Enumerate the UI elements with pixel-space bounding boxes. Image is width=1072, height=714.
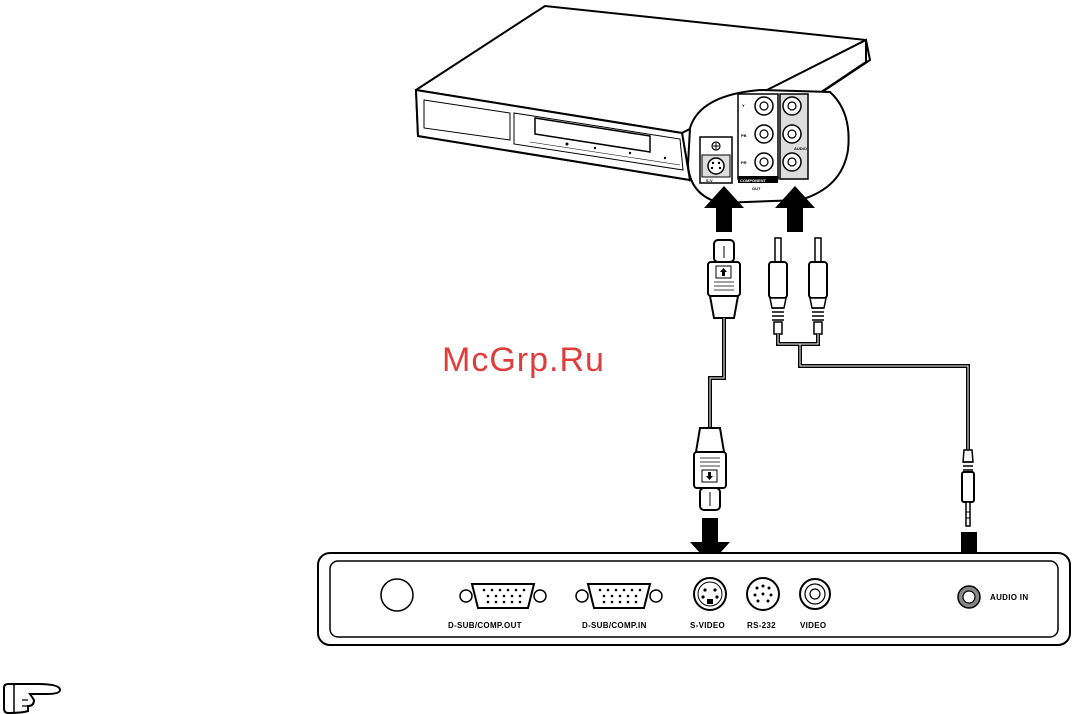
audio-in-label: AUDIO IN xyxy=(990,593,1028,602)
rs232-label: RS-232 xyxy=(747,621,776,630)
minijack-plug-icon xyxy=(962,450,974,526)
component-y-label: Y xyxy=(742,103,745,108)
rs232-port: RS-232 xyxy=(747,578,779,630)
video-label: VIDEO xyxy=(800,621,826,630)
rca-plug-icon xyxy=(809,238,827,334)
player-rear-panel-zoom: S-V Y PB PR COMPONENT OUT xyxy=(688,90,849,203)
player-audio-label: AUDIO xyxy=(794,146,807,151)
player-svideo-jack xyxy=(708,158,724,174)
component-pr-label: PR xyxy=(741,160,747,165)
pointing-hand-icon xyxy=(4,684,60,713)
video-port: VIDEO xyxy=(800,579,830,630)
player-svideo-label: S-V xyxy=(706,178,713,183)
panel-round-hole xyxy=(381,579,413,611)
out-label: OUT xyxy=(752,186,761,191)
dsub-comp-in-label: D-SUB/COMP.IN xyxy=(582,621,647,630)
svideo-cable xyxy=(694,240,740,510)
audio-cable xyxy=(769,238,974,526)
watermark: McGrp.Ru xyxy=(442,341,605,379)
rca-plug-icon xyxy=(769,238,787,334)
component-pb-label: PB xyxy=(741,133,747,138)
video-player: S-V Y PB PR COMPONENT OUT xyxy=(416,6,870,203)
component-out-title: COMPONENT xyxy=(740,178,767,183)
projector-rear-panel: D-SUB/COMP.OUT D-SUB/COMP.IN S-VIDEO xyxy=(318,553,1070,645)
dsub-comp-out-label: D-SUB/COMP.OUT xyxy=(448,621,522,630)
svideo-plug-icon xyxy=(694,428,726,510)
svideo-label: S-VIDEO xyxy=(690,621,725,630)
svideo-plug-icon xyxy=(708,240,740,318)
